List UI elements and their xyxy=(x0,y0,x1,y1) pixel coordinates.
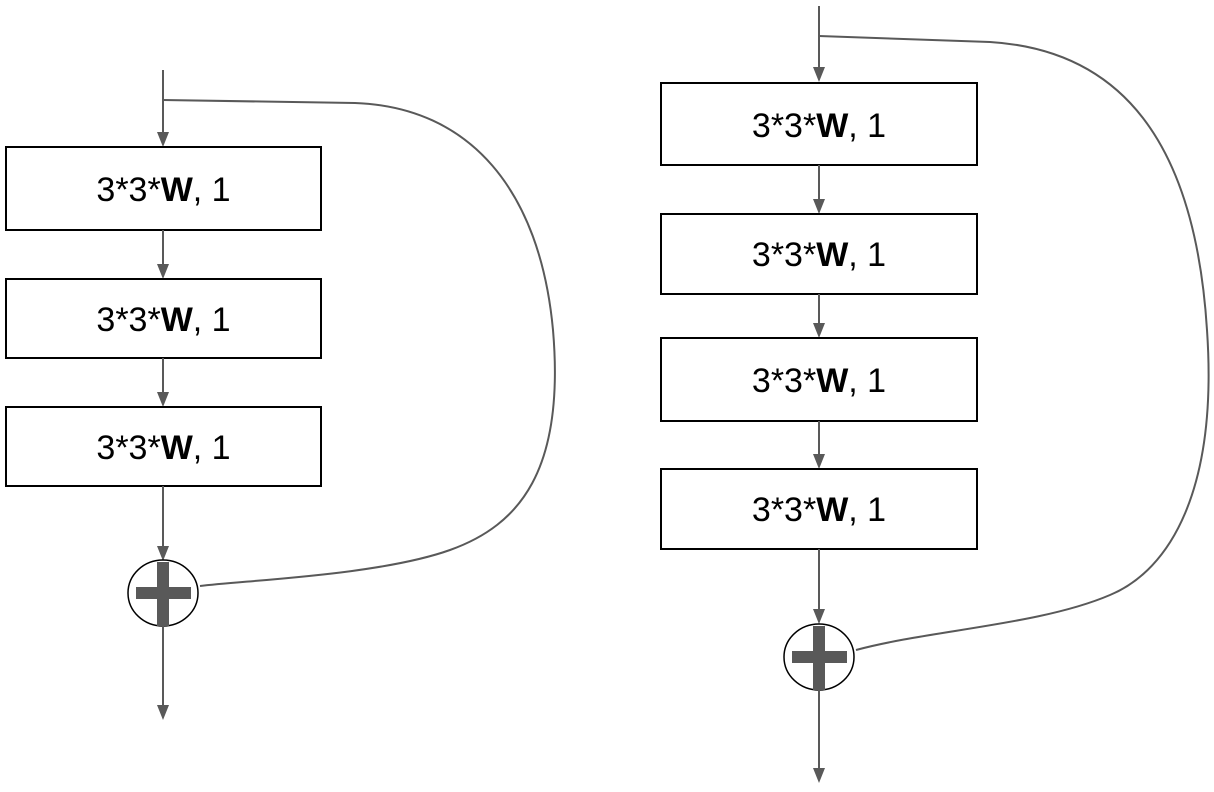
arrow-head xyxy=(157,392,169,407)
conv-block: 3*3*W, 1 xyxy=(660,468,978,550)
block-label: 3*3*W, 1 xyxy=(752,236,886,274)
block-label: 3*3*W, 1 xyxy=(752,107,886,145)
plus-icon xyxy=(783,623,855,691)
conv-block: 3*3*W, 1 xyxy=(660,337,978,422)
left-residual-block: 3*3*W, 1 3*3*W, 1 3*3*W, 1 xyxy=(5,70,556,720)
arrow-head xyxy=(157,264,169,279)
skip-connection xyxy=(162,99,556,587)
conv-block: 3*3*W, 1 xyxy=(5,146,322,231)
block-label: 3*3*W, 1 xyxy=(96,301,230,339)
conv-block: 3*3*W, 1 xyxy=(5,406,322,487)
block-label: 3*3*W, 1 xyxy=(96,429,230,467)
plus-icon xyxy=(127,559,199,627)
block-label: 3*3*W, 1 xyxy=(752,491,886,529)
conv-block: 3*3*W, 1 xyxy=(660,82,978,166)
arrow-head xyxy=(813,67,825,82)
right-residual-block: 3*3*W, 1 3*3*W, 1 3*3*W, 1 3*3*W, 1 xyxy=(660,6,1210,783)
arrow-head xyxy=(813,454,825,469)
arrow-head xyxy=(813,609,825,624)
conv-block: 3*3*W, 1 xyxy=(660,213,978,295)
arrow-head xyxy=(157,132,169,147)
arrow-head xyxy=(813,768,825,783)
arrow-head xyxy=(813,199,825,214)
arrow-head xyxy=(157,705,169,720)
conv-block: 3*3*W, 1 xyxy=(5,278,322,359)
arrow-head xyxy=(157,546,169,561)
arrow-head xyxy=(813,323,825,338)
block-label: 3*3*W, 1 xyxy=(752,362,886,400)
block-label: 3*3*W, 1 xyxy=(96,171,230,209)
skip-connection xyxy=(818,35,1210,651)
